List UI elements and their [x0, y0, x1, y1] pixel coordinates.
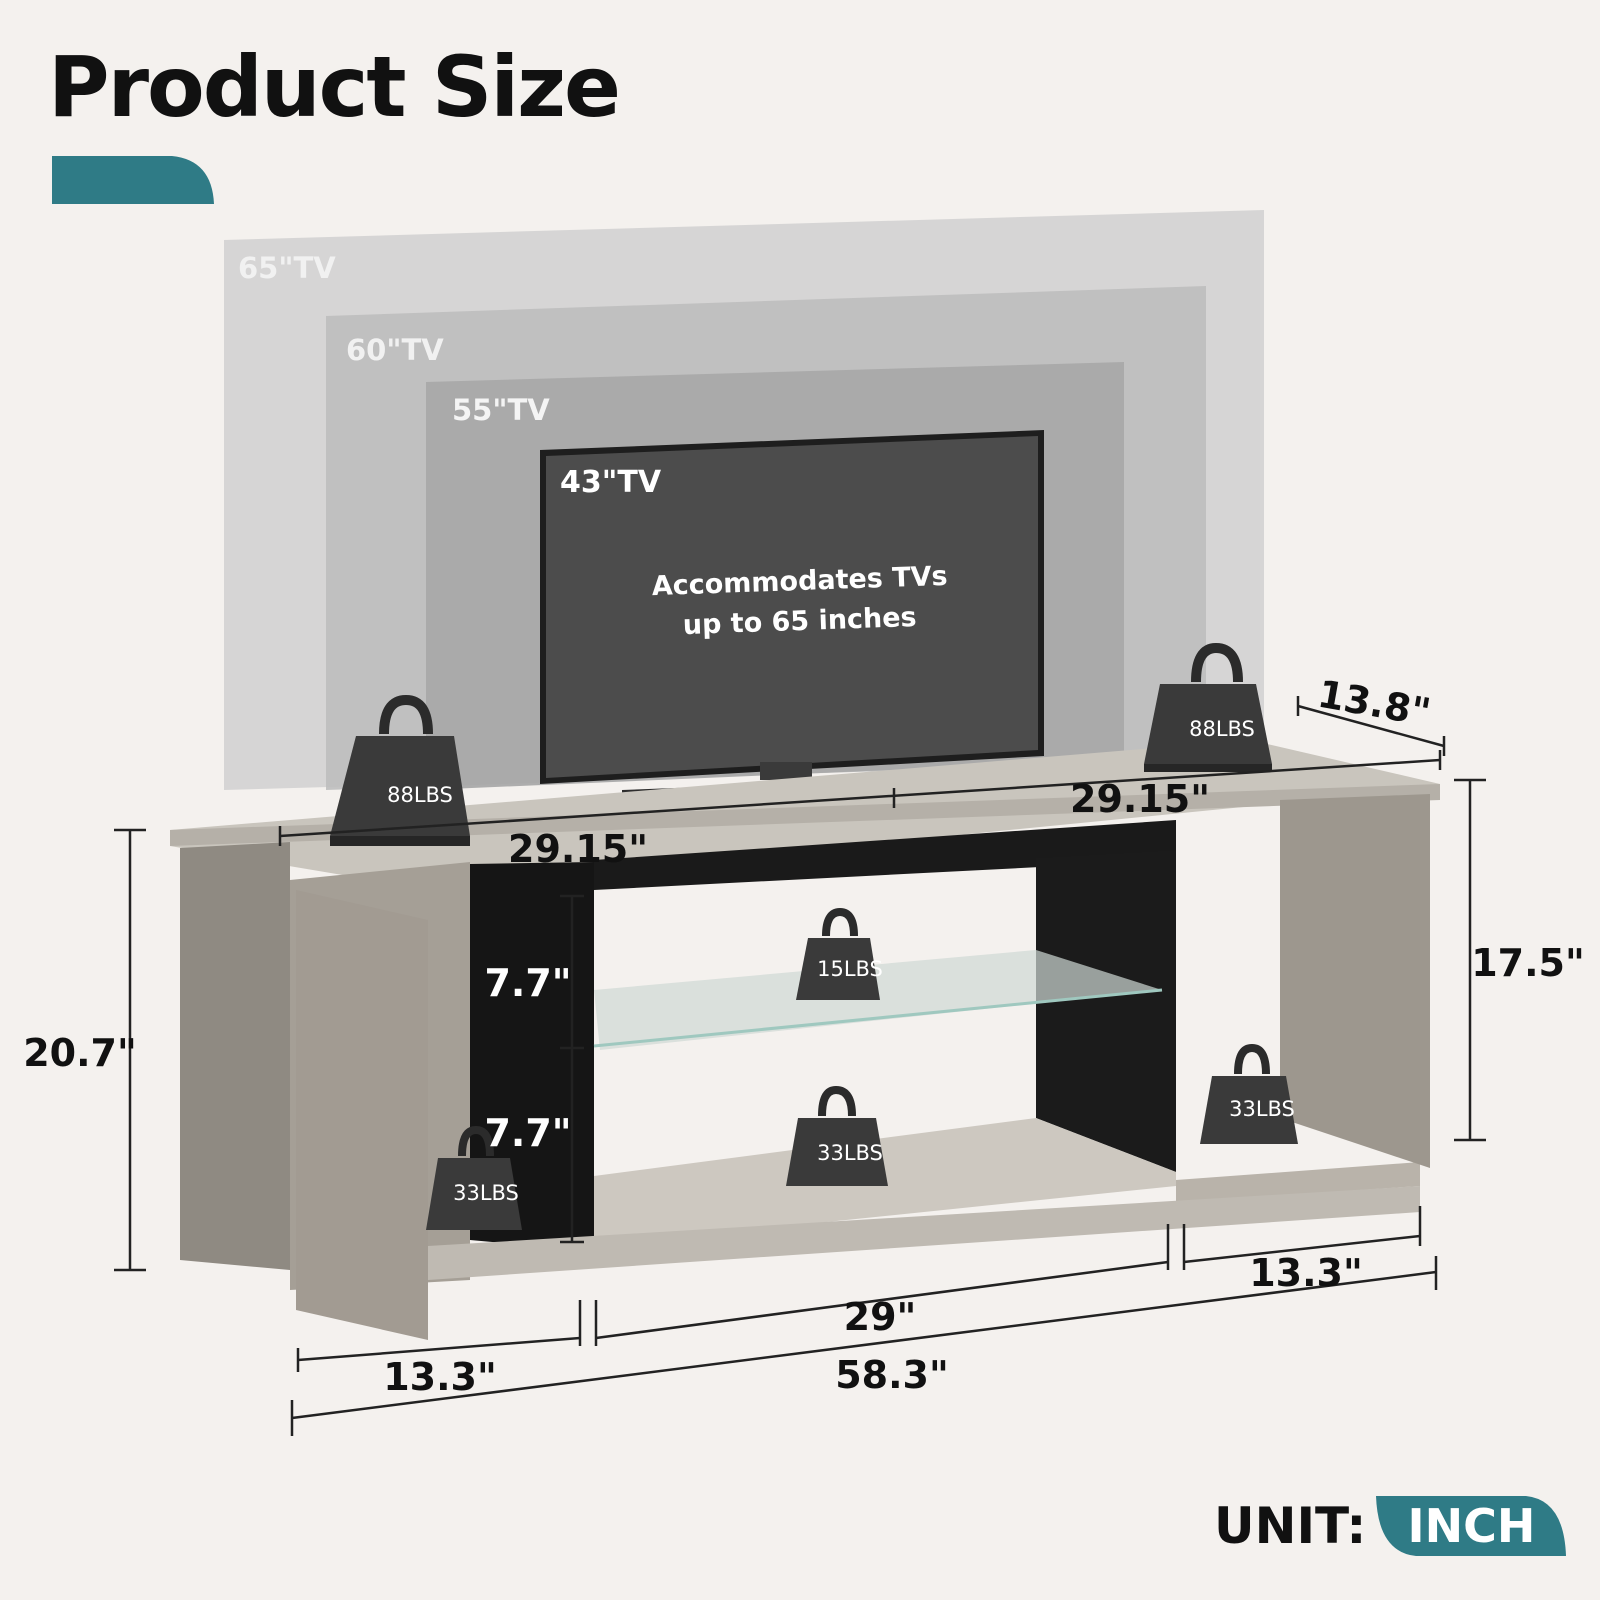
weight-top-right: 88LBS [1144, 642, 1272, 772]
tv-55-label: 55"TV [452, 393, 550, 427]
tv-stand [170, 740, 1440, 1340]
dim-inner-height: 17.5" [1471, 941, 1585, 985]
unit-label: UNIT: [1214, 1497, 1367, 1555]
tv-43-label: 43"TV [560, 465, 662, 500]
title-accent-bar [52, 156, 214, 204]
dim-top-right-width: 29.15" [1070, 777, 1210, 821]
unit-badge: INCH [1376, 1496, 1567, 1556]
unit-indicator: UNIT: INCH [1214, 1494, 1567, 1558]
weight-left-cabinet: 33LBS [426, 1125, 522, 1230]
dim-top-left-width: 29.15" [508, 827, 648, 871]
dim-middle-section: 29" [844, 1295, 917, 1339]
dim-upper-shelf-gap: 7.7" [484, 961, 571, 1005]
tv-43: 43"TV Accommodates TVs up to 65 inches [540, 430, 1044, 806]
weight-right-cabinet-label: 33LBS [1229, 1097, 1295, 1121]
weight-glass-shelf: 15LBS [796, 907, 883, 1000]
dimension-lines [114, 696, 1486, 1436]
weight-top-left-label: 88LBS [387, 783, 453, 807]
weight-glass-shelf-label: 15LBS [817, 957, 883, 981]
weight-middle-bottom-label: 33LBS [817, 1141, 883, 1165]
dim-lower-shelf-gap: 7.7" [484, 1111, 571, 1155]
dim-depth: 13.8" [1315, 672, 1434, 735]
tv-65-label: 65"TV [238, 251, 336, 285]
weight-right-cabinet: 33LBS [1200, 1043, 1298, 1144]
unit-value: INCH [1407, 1499, 1536, 1553]
dim-right-section: 13.3" [1249, 1251, 1363, 1295]
page-title: Product Size [48, 38, 621, 136]
tv-60-label: 60"TV [346, 333, 444, 367]
dim-total-width: 58.3" [835, 1353, 949, 1397]
weight-middle-bottom: 33LBS [786, 1085, 888, 1186]
weight-left-cabinet-label: 33LBS [453, 1181, 519, 1205]
dim-total-height: 20.7" [23, 1031, 137, 1075]
unit-badge-shape [1376, 1496, 1567, 1556]
weight-top-right-label: 88LBS [1189, 717, 1255, 741]
weight-top-left: 88LBS [330, 694, 470, 846]
dim-left-section: 13.3" [383, 1355, 497, 1399]
